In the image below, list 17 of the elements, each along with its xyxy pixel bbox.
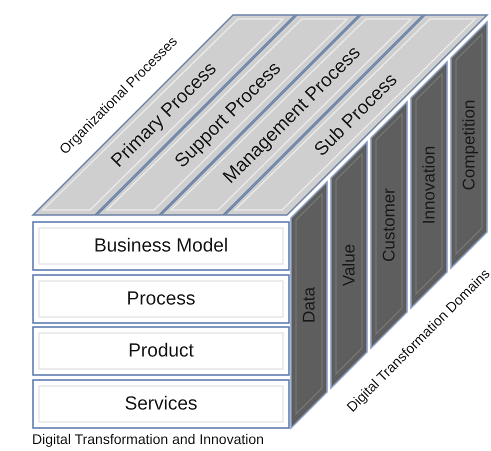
node-label: Process	[126, 289, 196, 308]
node-label: Competition	[460, 100, 478, 190]
layer-box	[33, 222, 289, 270]
domain-column	[411, 62, 447, 308]
node-label: Business Model	[94, 236, 228, 256]
domain-column	[291, 182, 327, 428]
node-label: Data	[300, 287, 318, 323]
layer-box	[33, 380, 289, 428]
axis-title: Digital Transformation and Innovation	[32, 432, 264, 446]
layer-box	[33, 327, 289, 375]
layer-box	[33, 274, 289, 322]
node-label: Value	[340, 244, 358, 286]
node-label: Services	[124, 394, 198, 413]
node-label: Product	[128, 342, 194, 360]
node-label: Innovation	[420, 146, 438, 224]
node-label: Customer	[380, 188, 398, 262]
domain-column	[451, 22, 487, 268]
